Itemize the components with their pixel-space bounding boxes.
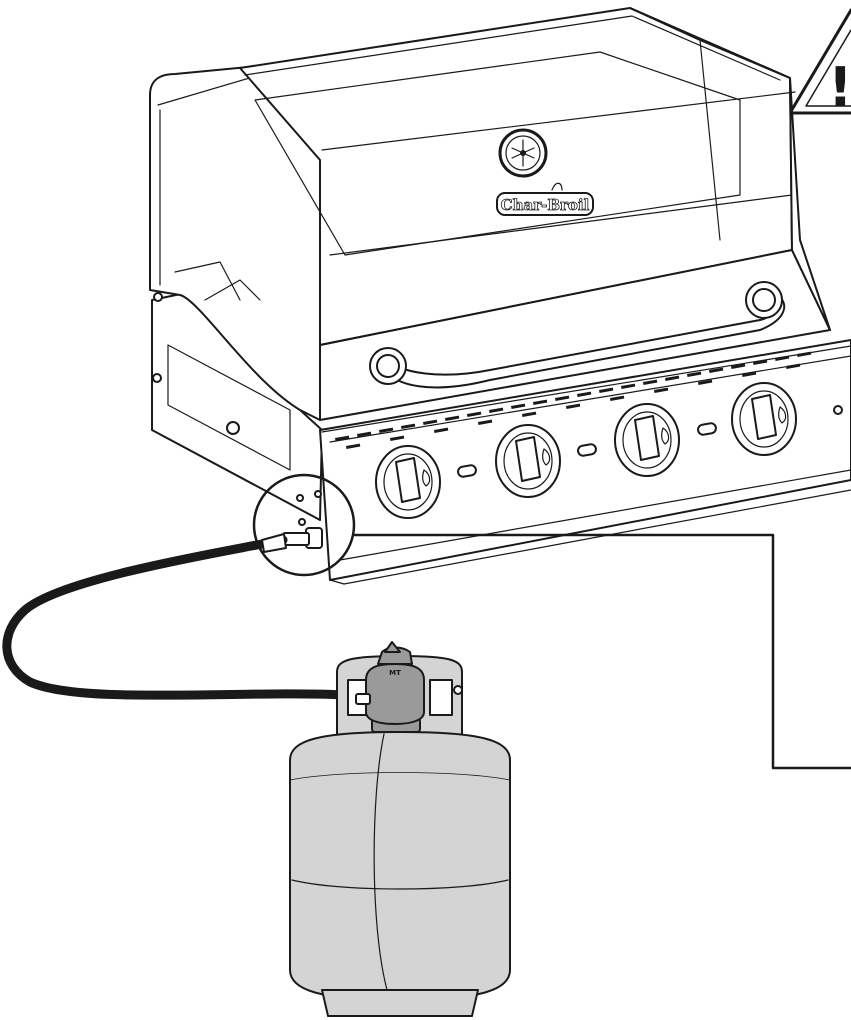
warning-symbol: !	[828, 56, 851, 119]
grill: Char-Broil	[149, 7, 851, 585]
vent-slots	[335, 351, 812, 449]
regulator-label: MT	[389, 669, 401, 677]
tank-foot-ring	[321, 989, 479, 1017]
regulator-valve: MT	[355, 641, 425, 733]
control-panel	[319, 339, 851, 585]
flame-icon	[542, 448, 551, 466]
control-knob-4	[731, 382, 797, 456]
lid-right-end-cap	[629, 7, 831, 331]
flame-icon	[778, 406, 787, 424]
lid-handle	[369, 281, 786, 389]
lid-left-end-cap	[149, 63, 321, 421]
connection-callout	[252, 473, 851, 770]
warning-triangle-icon: !	[788, 8, 851, 119]
temperature-gauge	[498, 128, 548, 178]
control-knob-3	[614, 403, 680, 477]
brand-logo: Char-Broil	[496, 182, 594, 216]
flame-icon	[661, 427, 670, 445]
gas-hose	[2, 535, 350, 700]
propane-tank: MT	[289, 641, 511, 1017]
control-knob-2	[495, 424, 561, 498]
flame-icon	[422, 469, 431, 487]
brand-logo-text: Char-Broil	[501, 196, 590, 214]
control-knob-1	[375, 445, 441, 519]
